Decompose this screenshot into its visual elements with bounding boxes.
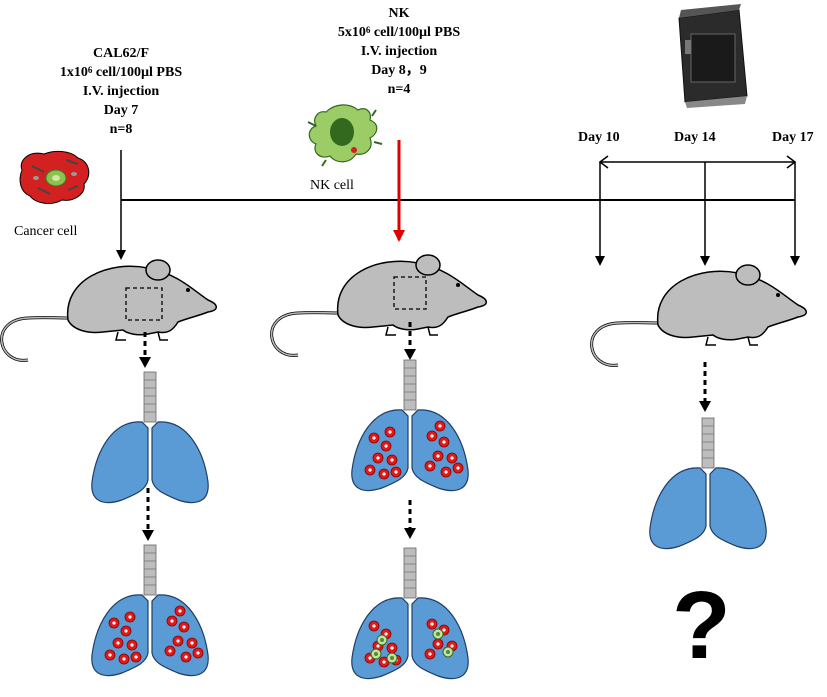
day-label-10: Day 10 bbox=[578, 130, 620, 145]
lung-icon-healthy-1 bbox=[91, 371, 209, 504]
tumor-spot bbox=[434, 420, 446, 432]
nk-cell-spot bbox=[370, 648, 382, 660]
tumor-spot bbox=[364, 464, 376, 476]
mouse-icon-2 bbox=[270, 253, 488, 357]
tumor-spot bbox=[386, 642, 398, 654]
group2-line2: 5x106 cell/100µl PBS bbox=[337, 25, 461, 40]
tumor-spot bbox=[180, 651, 192, 663]
tumor-spot bbox=[438, 436, 450, 448]
group2-label: NK 5x106 cell/100µl PBS I.V. injection D… bbox=[314, 4, 484, 99]
group2-line1: NK bbox=[388, 6, 410, 21]
tumor-spot bbox=[390, 466, 402, 478]
nk-cell-spot bbox=[386, 652, 398, 664]
tumor-spot bbox=[368, 620, 380, 632]
tumor-spot bbox=[432, 638, 444, 650]
tumor-spot bbox=[440, 466, 452, 478]
tumor-spot bbox=[378, 468, 390, 480]
day-label-14: Day 14 bbox=[674, 130, 716, 145]
dotted-arrows bbox=[143, 322, 707, 532]
group2-line4: Day 8，9 bbox=[371, 63, 427, 78]
tumor-spot bbox=[386, 454, 398, 466]
tumor-spot bbox=[426, 618, 438, 630]
group1-label: CAL62/F 1x106 cell/100µl PBS I.V. inject… bbox=[36, 44, 206, 139]
tumor-spot bbox=[166, 615, 178, 627]
nk-cell-label: NK cell bbox=[310, 178, 354, 193]
tumor-spot bbox=[108, 617, 120, 629]
day-label-17: Day 17 bbox=[772, 130, 814, 145]
cancer-cell-icon bbox=[19, 150, 90, 204]
group1-line4: Day 7 bbox=[103, 103, 139, 118]
lung-icon-nk-treated bbox=[351, 547, 469, 680]
cancer-cell-label: Cancer cell bbox=[14, 224, 78, 239]
tumor-spot bbox=[424, 648, 436, 660]
tumor-spot bbox=[174, 605, 186, 617]
group1-line3: I.V. injection bbox=[82, 84, 160, 99]
mouse-icon-1 bbox=[0, 258, 218, 362]
group1-line5: n=8 bbox=[109, 122, 133, 137]
nk-cell-spot bbox=[442, 646, 454, 658]
tumor-spot bbox=[380, 440, 392, 452]
tumor-spot bbox=[104, 649, 116, 661]
imaging-device-icon bbox=[678, 4, 748, 108]
group2-line5: n=4 bbox=[387, 82, 411, 97]
tumor-spot bbox=[446, 452, 458, 464]
tumor-spot bbox=[452, 462, 464, 474]
tumor-spot bbox=[164, 645, 176, 657]
group2-line3: I.V. injection bbox=[360, 44, 438, 59]
tumor-spot bbox=[192, 647, 204, 659]
tumor-spot bbox=[178, 621, 190, 633]
tumor-spot bbox=[126, 639, 138, 651]
nk-cell-spot bbox=[432, 628, 444, 640]
dotted-arrowheads bbox=[139, 349, 711, 541]
group1-line2: 1x106 cell/100µl PBS bbox=[59, 65, 183, 80]
mouse-icon-3 bbox=[590, 263, 808, 367]
tumor-spot bbox=[172, 635, 184, 647]
lung-icon-tumor-2 bbox=[351, 359, 469, 492]
tumor-spot bbox=[112, 637, 124, 649]
question-mark: ? bbox=[672, 572, 731, 679]
tumor-spot bbox=[124, 611, 136, 623]
tumor-spot bbox=[372, 452, 384, 464]
tumor-spot bbox=[426, 430, 438, 442]
group1-line1: CAL62/F bbox=[93, 46, 149, 61]
lung-icon-tumor-1 bbox=[91, 544, 209, 677]
tumor-spot bbox=[186, 637, 198, 649]
tumor-spot bbox=[384, 426, 396, 438]
tumor-spot bbox=[120, 625, 132, 637]
tumor-spot bbox=[432, 450, 444, 462]
tumor-spot bbox=[424, 460, 436, 472]
tumor-spot bbox=[368, 432, 380, 444]
nk-cell-spot bbox=[376, 634, 388, 646]
tumor-spot bbox=[118, 653, 130, 665]
lung-icon-outcome bbox=[649, 417, 767, 550]
nk-cell-icon bbox=[307, 104, 383, 167]
tumor-spot bbox=[130, 651, 142, 663]
